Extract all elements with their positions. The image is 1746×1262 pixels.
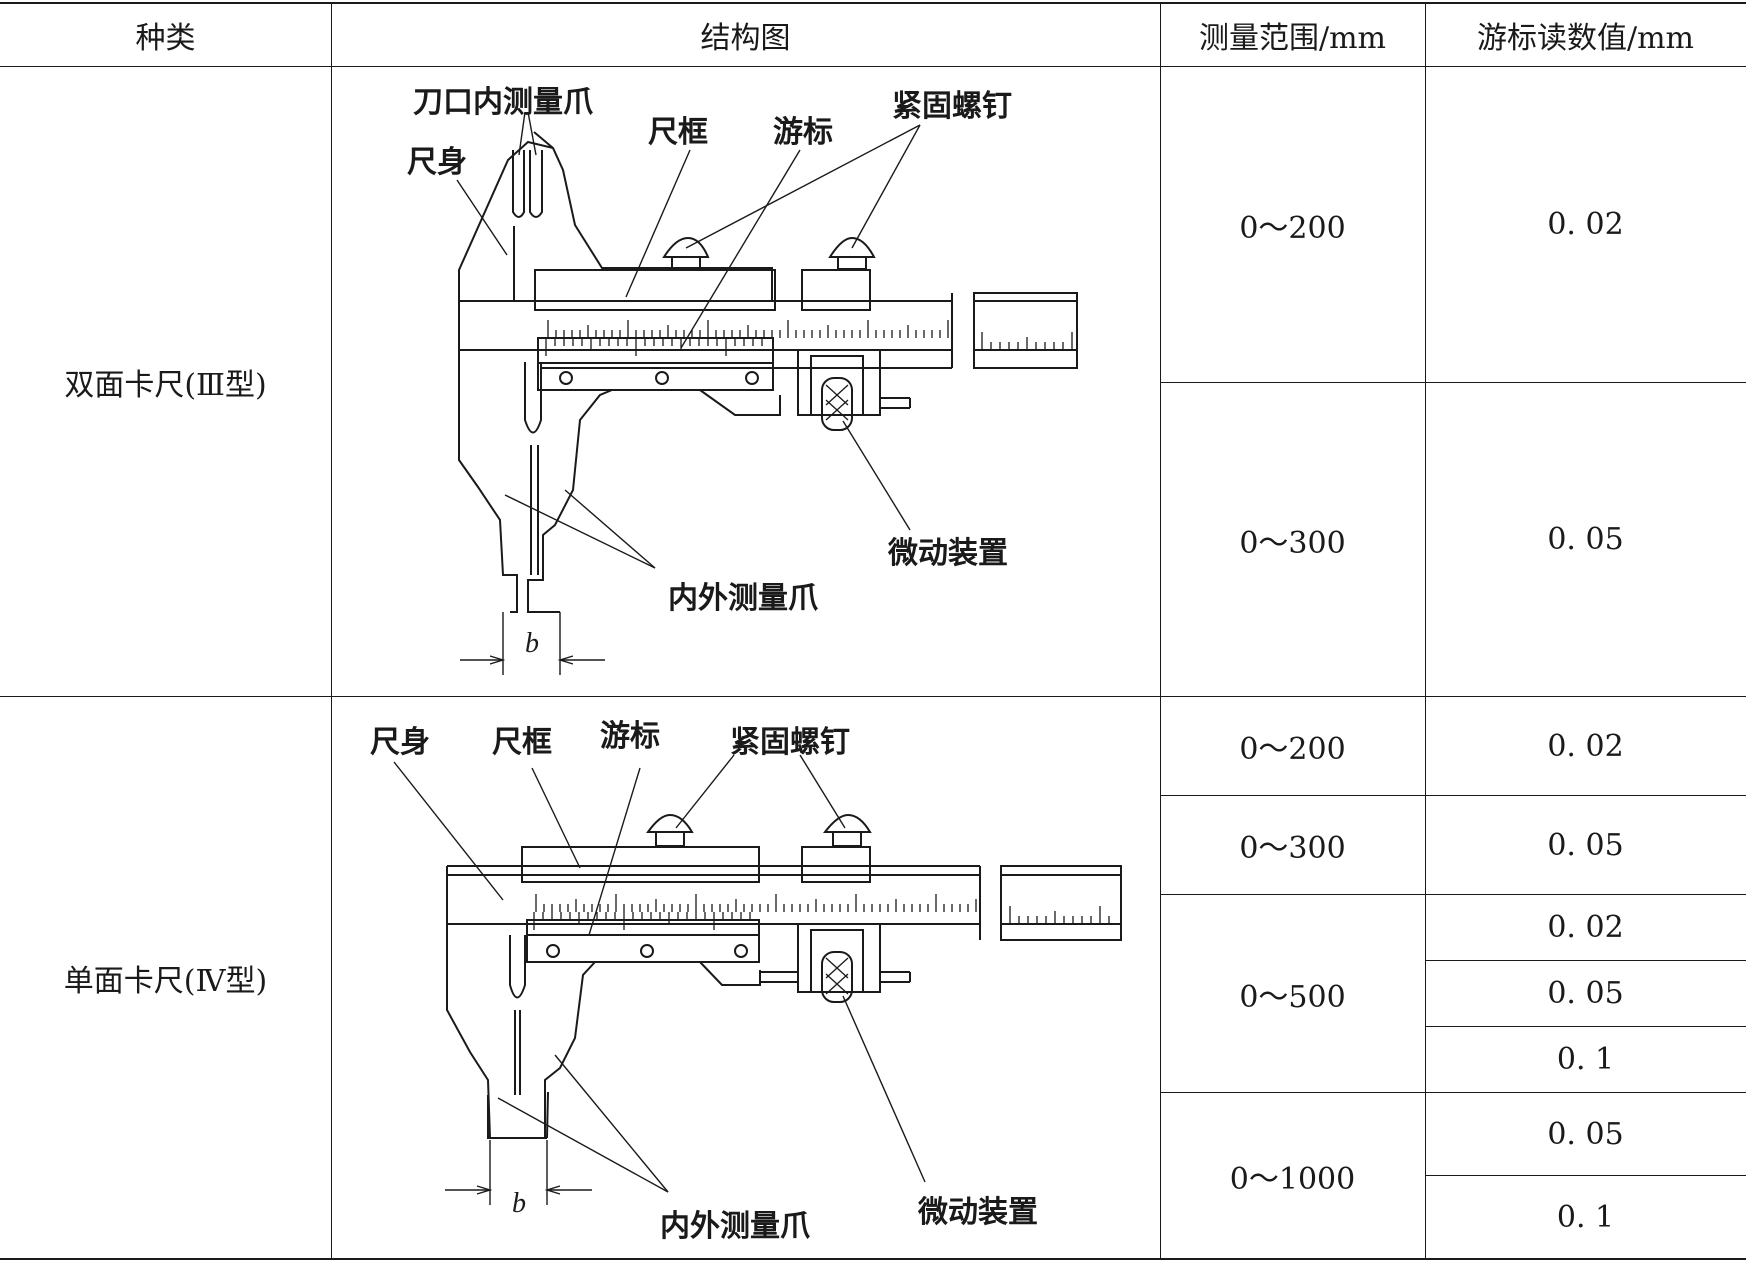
label-body: 尺身: [407, 145, 467, 180]
vernier-ticks: [533, 912, 751, 930]
knife-jaw-blades: [512, 150, 543, 301]
row2-reading-1: 0. 02: [1547, 728, 1624, 764]
clamp-screw-2: [801, 236, 876, 311]
label-in-out-jaw: 内外测量爪: [668, 581, 819, 616]
header-reading: 游标读数值/mm: [1476, 20, 1694, 56]
label-in-out-jaw: 内外测量爪: [660, 1209, 811, 1244]
header-range: 测量范围/mm: [1198, 20, 1386, 56]
label-clamp-screw: 紧固螺钉: [892, 89, 1012, 124]
fine-adjust-device: [797, 349, 911, 431]
label-frame: 尺框: [648, 115, 708, 150]
row2-split-b: [1160, 894, 1746, 895]
label-fine-adjust: 微动装置: [917, 1195, 1038, 1230]
leader-lines: [456, 111, 921, 569]
fixed-jaw-body: [446, 924, 549, 1139]
row1-split: [1160, 382, 1746, 383]
header-structure: 结构图: [700, 20, 791, 56]
row1-kind: 双面卡尺(Ⅲ型): [64, 367, 267, 403]
header-bottom-rule: [0, 66, 1746, 67]
label-vernier: 游标: [600, 719, 660, 754]
label-frame: 尺框: [492, 725, 552, 760]
col-divider-1: [331, 3, 332, 1259]
row2-reading-4: 0. 05: [1547, 976, 1624, 1011]
clamp-screw-1: [646, 813, 694, 847]
row1-range-2: 0～300: [1239, 525, 1346, 561]
row2-split-c: [1425, 960, 1746, 961]
label-width-b: b: [512, 1188, 526, 1219]
main-scale-ticks: [547, 320, 1073, 350]
width-dimension: [445, 1140, 592, 1205]
row2-reading-7: 0. 1: [1556, 1199, 1615, 1235]
rivets: [546, 944, 748, 958]
row2-split-f: [1425, 1175, 1746, 1176]
label-clamp-screw: 紧固螺钉: [730, 725, 850, 760]
col-divider-2: [1160, 3, 1161, 1259]
row2-split-e: [1160, 1092, 1746, 1093]
row2-range-3: 0～500: [1239, 979, 1346, 1015]
width-dimension: [460, 612, 605, 675]
leader-lines: [393, 754, 926, 1193]
rivets: [559, 371, 759, 385]
main-beam: [446, 865, 1122, 941]
table-bottom-rule: [0, 1258, 1746, 1260]
slider-frame: [487, 846, 761, 1139]
row2-range-1: 0～200: [1239, 732, 1346, 767]
row2-split-a: [1160, 795, 1746, 796]
row2-reading-6: 0. 05: [1547, 1116, 1624, 1152]
slider-frame: [524, 269, 781, 613]
header-kind: 种类: [135, 20, 196, 56]
label-body: 尺身: [370, 725, 430, 760]
row2-range-2: 0～300: [1239, 831, 1346, 866]
label-knife-jaw: 刀口内测量爪: [413, 85, 594, 120]
row2-split-d: [1425, 1026, 1746, 1027]
row1-reading-2: 0. 05: [1547, 522, 1624, 557]
row2-reading-3: 0. 02: [1547, 910, 1624, 945]
fine-adjust-device: [760, 923, 911, 1003]
row1-reading-1: 0. 02: [1547, 207, 1624, 242]
row1-range-1: 0～200: [1239, 210, 1346, 246]
clamp-screw-1: [662, 236, 710, 270]
row2-kind: 单面卡尺(Ⅳ型): [63, 963, 268, 999]
row-divider: [0, 696, 1746, 697]
row2-range-4: 0～1000: [1229, 1161, 1356, 1197]
col-divider-3: [1425, 3, 1426, 1259]
label-width-b: b: [525, 628, 539, 659]
main-scale-ticks: [535, 894, 1110, 924]
row2-reading-2: 0. 05: [1547, 827, 1624, 863]
label-vernier: 游标: [773, 115, 833, 150]
clamp-screw-2: [801, 813, 872, 883]
row2-reading-5: 0. 1: [1556, 1042, 1615, 1077]
table-top-rule: [0, 2, 1746, 4]
label-fine-adjust: 微动装置: [887, 536, 1008, 571]
vernier-ticks: [545, 338, 763, 356]
